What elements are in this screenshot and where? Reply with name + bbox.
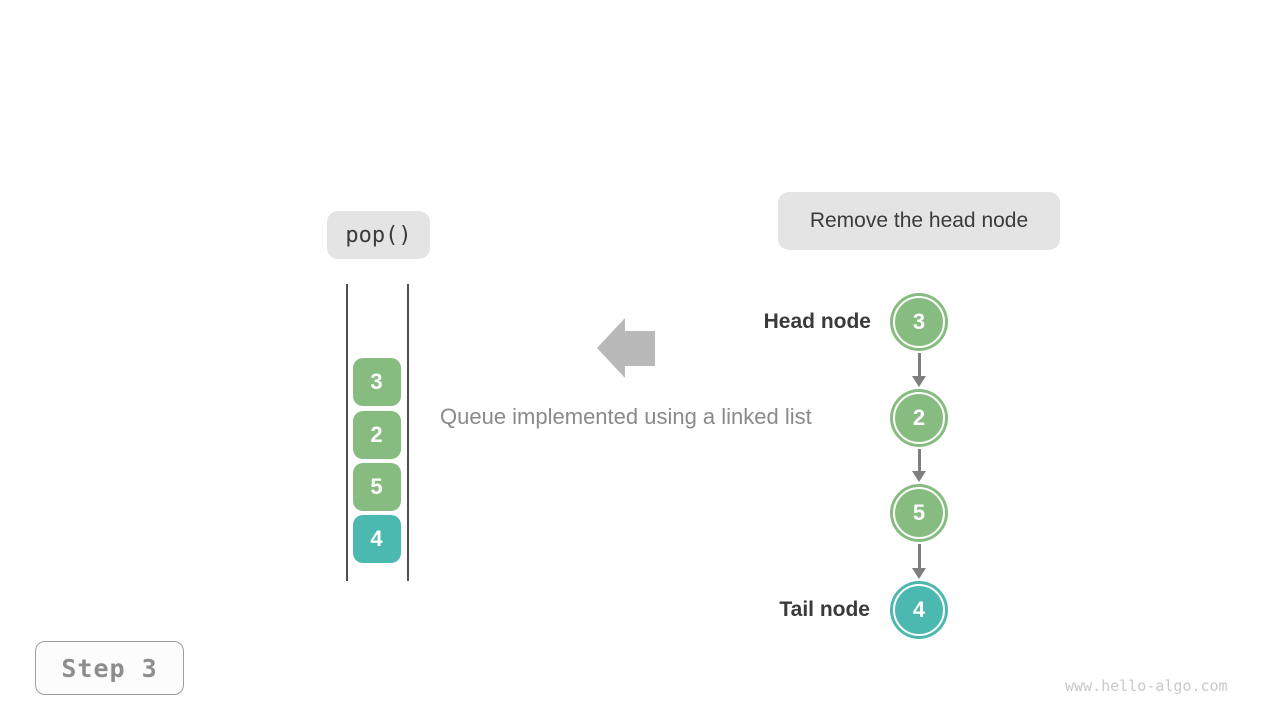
pop-operation-text: pop() bbox=[345, 222, 412, 248]
annotation-remove-head: Remove the head node bbox=[778, 192, 1060, 250]
down-arrow-connector-line bbox=[917, 353, 921, 376]
linked-list-node-2: 2 bbox=[890, 389, 948, 447]
node-value: 3 bbox=[912, 309, 926, 334]
down-arrow-connector-line bbox=[917, 449, 921, 471]
head-node-label: Head node bbox=[763, 310, 871, 333]
linked-list-node-3-head: 3 bbox=[890, 293, 948, 351]
tail-node-label: Tail node bbox=[779, 598, 870, 621]
step-badge: Step 3 bbox=[35, 641, 184, 695]
node-value: 5 bbox=[912, 500, 926, 525]
left-block-arrow-icon bbox=[597, 318, 655, 378]
linked-list-node-5: 5 bbox=[890, 484, 948, 542]
down-arrow-connector-head-icon bbox=[912, 376, 926, 387]
pop-operation-label: pop() bbox=[327, 211, 430, 259]
down-arrow-connector-head-icon bbox=[912, 471, 926, 482]
queue-right-wall bbox=[407, 284, 409, 581]
diagram-caption: Queue implemented using a linked list bbox=[440, 404, 812, 429]
queue-item-2: 2 bbox=[352, 410, 401, 459]
linked-list-node-4-tail: 4 bbox=[890, 581, 948, 639]
annotation-text: Remove the head node bbox=[809, 209, 1029, 232]
queue-left-wall bbox=[346, 284, 348, 581]
down-arrow-connector-head-icon bbox=[912, 568, 926, 579]
node-value: 4 bbox=[912, 597, 926, 622]
step-badge-text: Step 3 bbox=[61, 653, 158, 683]
queue-item-5: 5 bbox=[352, 462, 401, 511]
queue-item-4: 4 bbox=[352, 514, 401, 563]
watermark-url: www.hello-algo.com bbox=[1065, 677, 1228, 695]
down-arrow-connector-line bbox=[917, 544, 921, 568]
queue-item-3: 3 bbox=[352, 358, 401, 406]
node-value: 2 bbox=[912, 405, 926, 430]
